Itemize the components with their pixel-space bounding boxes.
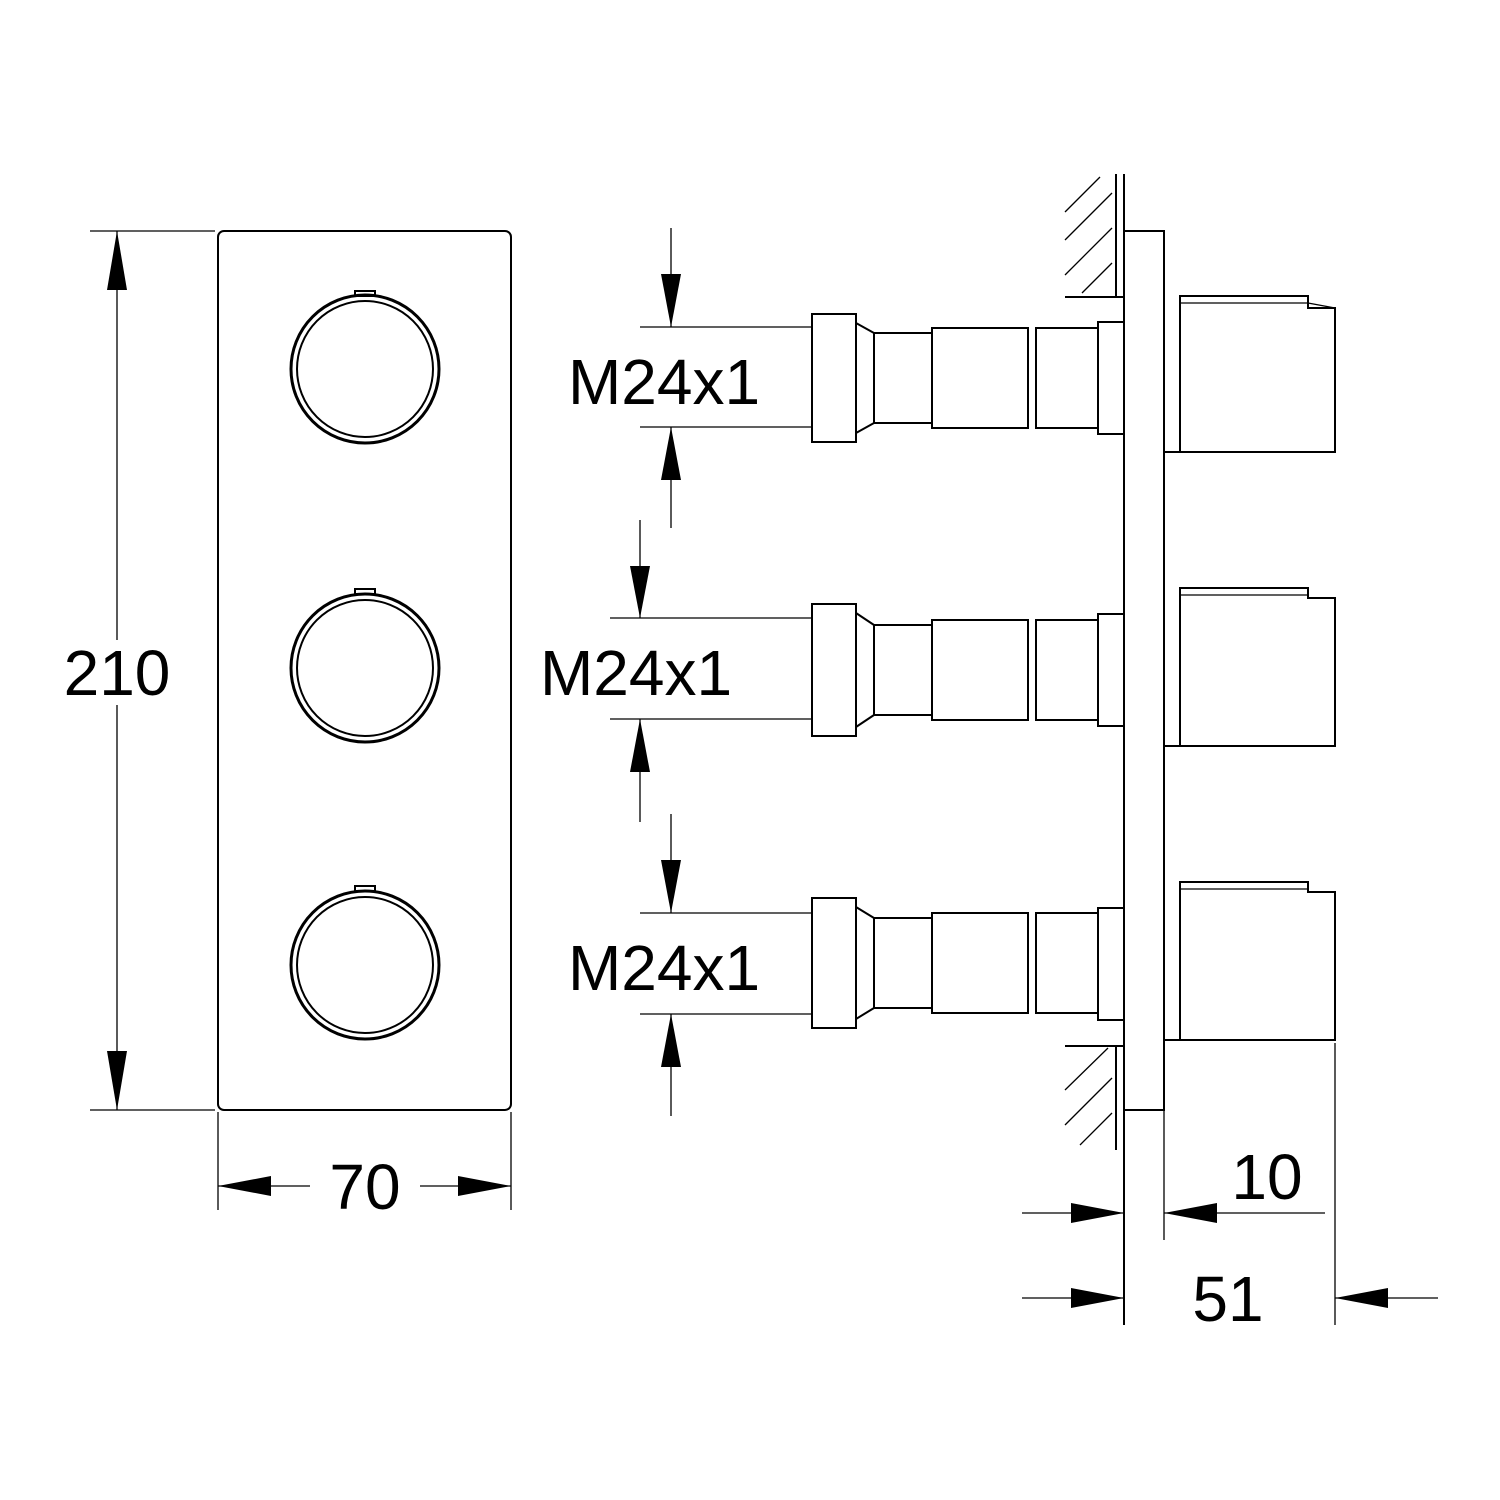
knob-top	[289, 290, 441, 445]
knob-profile-middle	[1164, 587, 1336, 747]
connector-middle	[811, 603, 1125, 737]
thread-dimension-top: M24x1	[568, 228, 812, 528]
height-label: 210	[64, 637, 171, 709]
knob-profile-top	[1164, 295, 1336, 453]
plate-thickness-label: 10	[1231, 1141, 1302, 1213]
width-dimension: 70	[217, 1112, 512, 1223]
thread-dimension-middle: M24x1	[540, 520, 812, 822]
wall-section-bottom	[1064, 1045, 1125, 1325]
total-depth-dimension: 51	[1022, 1043, 1438, 1335]
thread-dimension-bottom: M24x1	[568, 814, 812, 1116]
front-view	[217, 230, 512, 1111]
connector-bottom	[811, 897, 1125, 1029]
width-label: 70	[329, 1151, 400, 1223]
knob-middle	[289, 588, 441, 744]
thread-label-top: M24x1	[568, 346, 760, 418]
knob-profile-bottom	[1164, 881, 1336, 1041]
plate-thickness-dimension: 10	[1022, 1141, 1325, 1223]
thread-label-bottom: M24x1	[568, 932, 760, 1004]
wall-section-top	[1064, 174, 1125, 298]
cover-plate	[217, 230, 512, 1111]
knob-bottom	[289, 885, 441, 1041]
thread-label-middle: M24x1	[540, 637, 732, 709]
total-depth-label: 51	[1192, 1263, 1263, 1335]
plate-side	[1123, 230, 1165, 1111]
side-view: M24x1 M24x1 M24x1 10	[540, 174, 1438, 1335]
height-dimension: 210	[64, 230, 215, 1111]
connector-top	[811, 313, 1125, 443]
